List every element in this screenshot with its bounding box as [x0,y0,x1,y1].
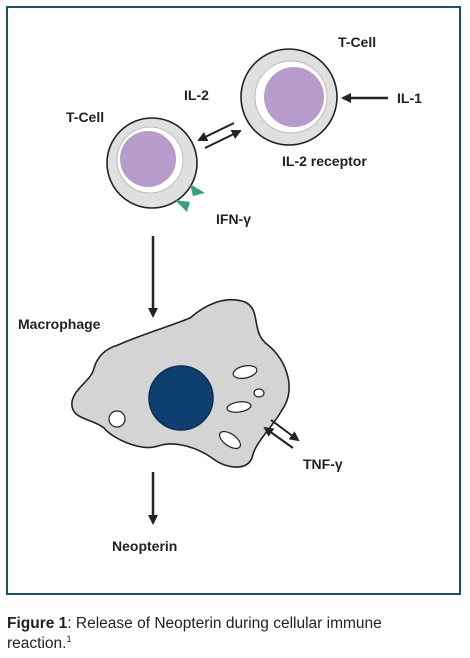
label-tnf: TNF-γ [303,456,343,472]
il2-arrow-to-right [204,129,242,149]
neopterin-diagram: T-Cell T-Cell IL-2 IL-1 IL-2 receptor IF… [18,34,422,554]
il2-exchange-arrows [197,122,242,149]
label-neopterin: Neopterin [112,538,177,554]
vacuole [232,365,258,379]
label-il2: IL-2 [184,87,209,103]
tnf-exchange-arrows [263,419,300,449]
ifn-receptor-triangle-lower [175,200,190,212]
tcell-left-nucleus [120,131,176,187]
tnf-arrow-in [263,426,294,449]
label-il1: IL-1 [397,90,422,106]
label-il2-receptor: IL-2 receptor [282,153,367,169]
figure-caption: Figure 1: Release of Neopterin during ce… [7,614,447,654]
vacuole [253,388,265,398]
label-tcell-right: T-Cell [338,34,376,50]
vacuole [108,410,126,428]
vacuole [226,401,252,413]
label-ifn: IFN-γ [216,211,251,227]
caption-label: Figure 1 [7,615,68,632]
macrophage-nucleus [148,365,214,431]
tcell-right [240,48,338,146]
il2-arrow-to-left [197,122,235,142]
tcell-left [106,117,205,212]
tcell-right-nucleus [264,67,324,127]
caption-reference: 1 [66,633,72,644]
ifn-receptor-triangle-upper [190,184,205,196]
macrophage [71,298,290,468]
caption-text: : Release of Neopterin during cellular i… [7,615,382,652]
tnf-arrow-out [270,419,300,442]
label-tcell-left: T-Cell [66,109,104,125]
vacuole [218,430,242,450]
label-macrophage: Macrophage [18,316,101,332]
